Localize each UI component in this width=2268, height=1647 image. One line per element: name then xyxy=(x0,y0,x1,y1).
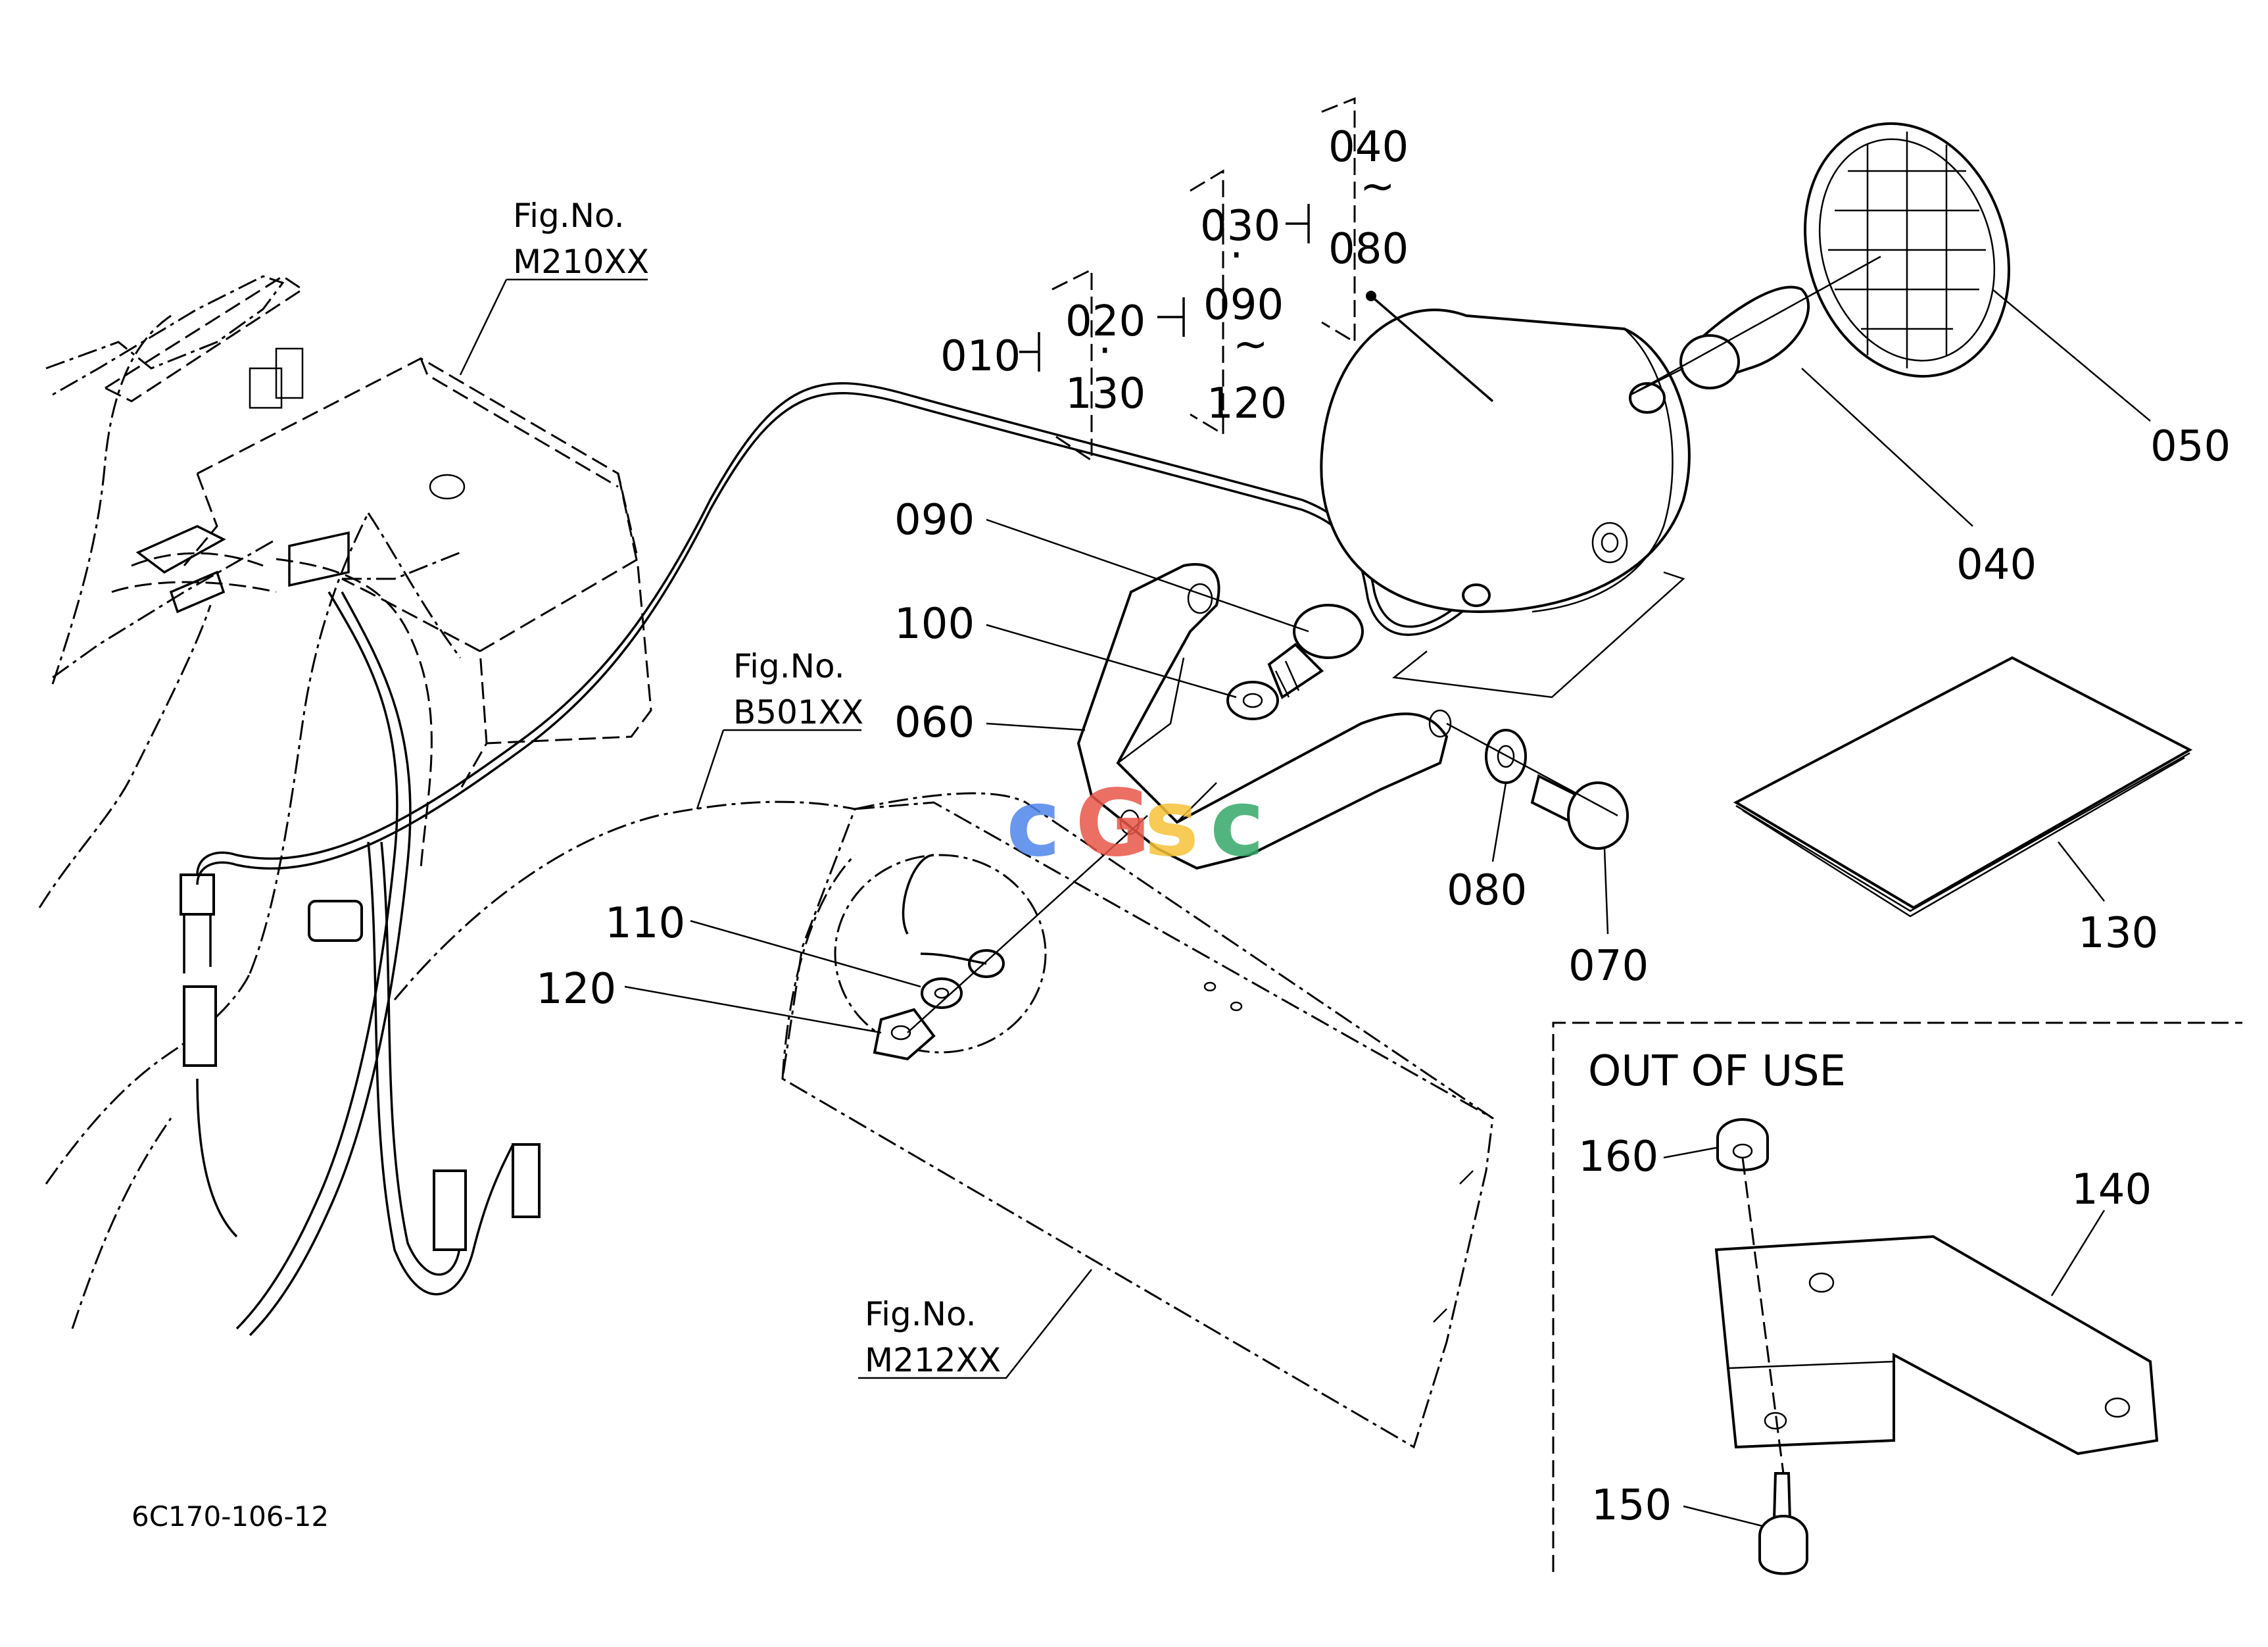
lamp-housing xyxy=(1320,308,1691,699)
watermark-letter-2: G xyxy=(1075,770,1151,877)
fig-ref-m212xx-line1: Fig.No. xyxy=(865,1295,977,1333)
lamp-axis xyxy=(1630,255,1881,396)
callout-090: 090 xyxy=(894,496,975,545)
label-030-dot: · xyxy=(1230,232,1243,280)
watermark-logo: c G s c xyxy=(1006,770,1265,877)
fig-ref-b501xx-line1: Fig.No. xyxy=(733,647,845,685)
out-of-use-panel: OUT OF USE 160 140 150 xyxy=(1552,1021,2242,1575)
label-090a: 090 xyxy=(1203,281,1284,330)
bolt-axis-070 xyxy=(1446,722,1618,817)
bulb-040 xyxy=(1629,285,1810,414)
block-m210xx xyxy=(103,275,652,790)
axis-150-160 xyxy=(1741,1157,1785,1474)
watermark-letter-1: c xyxy=(1006,770,1061,877)
bracket-060 xyxy=(1076,563,1452,870)
ground-wire xyxy=(902,854,987,965)
watermark-letter-3: s xyxy=(1144,770,1199,877)
washer-080 xyxy=(1485,729,1527,784)
leader-010 xyxy=(1370,295,1494,403)
callout-140: 140 xyxy=(2071,1166,2152,1214)
fig-ref-m212xx-line2: M212XX xyxy=(865,1341,1001,1379)
label-040a: 040 xyxy=(1328,123,1409,172)
label-010: 010 xyxy=(940,332,1021,381)
callout-080: 080 xyxy=(1447,866,1527,915)
label-040a-tilde: ~ xyxy=(1360,162,1395,211)
washer-110 xyxy=(921,977,963,1009)
label-030: 030 xyxy=(1200,202,1280,251)
axis-120 xyxy=(907,815,1148,1033)
fig-ref-m212xx: Fig.No. M212XX xyxy=(858,1269,1092,1379)
label-020-dot: · xyxy=(1098,327,1111,376)
label-090a-tilde: ~ xyxy=(1233,320,1268,369)
fig-ref-b501xx-line2: B501XX xyxy=(733,693,863,731)
fig-ref-m210xx-line1: Fig.No. xyxy=(513,197,625,235)
callout-100: 100 xyxy=(894,600,975,649)
machine-body-left xyxy=(38,275,462,1329)
bolt-070 xyxy=(1530,774,1629,850)
watermark-letter-4: c xyxy=(1210,770,1265,877)
fig-ref-b501xx: Fig.No. B501XX xyxy=(696,647,863,810)
callout-130: 130 xyxy=(2078,909,2158,958)
callout-060: 060 xyxy=(894,699,975,747)
label-020: 020 xyxy=(1065,297,1146,346)
callout-150: 150 xyxy=(1591,1481,1672,1530)
callout-040: 040 xyxy=(1956,541,2037,589)
callout-120: 120 xyxy=(536,965,616,1014)
group-brackets xyxy=(1019,97,1356,462)
bolt-090 xyxy=(1267,604,1364,700)
callout-070: 070 xyxy=(1568,942,1649,991)
manual-130 xyxy=(1733,656,2193,918)
fig-ref-m210xx: Fig.No. M210XX xyxy=(459,197,649,376)
out-of-use-title: OUT OF USE xyxy=(1588,1047,1846,1096)
callout-160: 160 xyxy=(1578,1133,1658,1181)
callout-050: 050 xyxy=(2150,422,2231,471)
wire-harness xyxy=(135,525,541,1337)
fig-ref-m210xx-line2: M210XX xyxy=(513,243,649,281)
lens-050 xyxy=(1804,122,2010,378)
callout-110: 110 xyxy=(605,899,685,948)
leader-lines xyxy=(624,289,2151,1034)
bolt-150 xyxy=(1758,1472,1808,1575)
label-130a: 130 xyxy=(1065,370,1146,418)
drawing-code: 6C170-106-12 xyxy=(132,1500,329,1533)
label-080a: 080 xyxy=(1328,225,1409,274)
washer-100 xyxy=(1226,681,1279,720)
fender-m212xx xyxy=(393,792,1494,1449)
nut-160 xyxy=(1716,1118,1769,1171)
label-120a: 120 xyxy=(1207,380,1287,428)
plate-140 xyxy=(1714,1235,2159,1456)
